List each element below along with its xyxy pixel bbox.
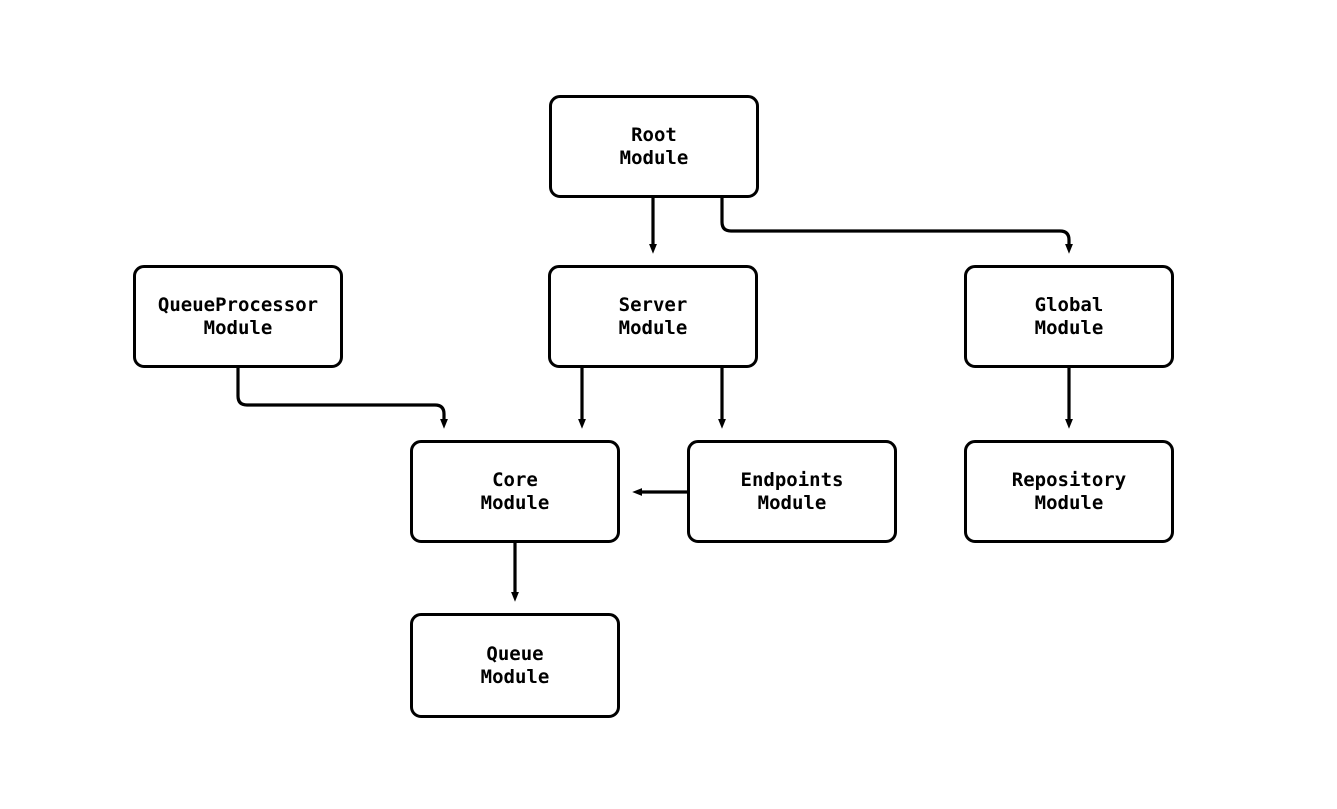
node-global[interactable]: Global Module [964,265,1174,368]
node-endpoints-line1: Endpoints [740,468,844,491]
edge-queueprocessor-to-core [236,368,448,429]
node-queue[interactable]: Queue Module [410,613,620,718]
node-repository[interactable]: Repository Module [964,440,1174,543]
node-endpoints-line2: Module [757,491,827,514]
node-queueprocessor-line1: QueueProcessor [157,293,319,316]
node-queue-line2: Module [480,665,550,688]
node-repository-line2: Module [1034,491,1104,514]
node-root[interactable]: Root Module [549,95,759,198]
node-root-line2: Module [619,146,689,169]
node-server[interactable]: Server Module [548,265,758,368]
node-core-line2: Module [480,491,550,514]
node-repository-line1: Repository [1011,468,1127,491]
node-queue-line1: Queue [486,642,544,665]
node-core[interactable]: Core Module [410,440,620,543]
node-queueprocessor-line2: Module [203,316,273,339]
node-global-line1: Global [1034,293,1104,316]
node-global-line2: Module [1034,316,1104,339]
node-core-line1: Core [492,468,538,491]
node-server-line1: Server [618,293,688,316]
node-server-line2: Module [618,316,688,339]
node-root-line1: Root [631,123,677,146]
node-queueprocessor[interactable]: QueueProcessor Module [133,265,343,368]
edge-root-to-global [720,198,1073,254]
node-endpoints[interactable]: Endpoints Module [687,440,897,543]
